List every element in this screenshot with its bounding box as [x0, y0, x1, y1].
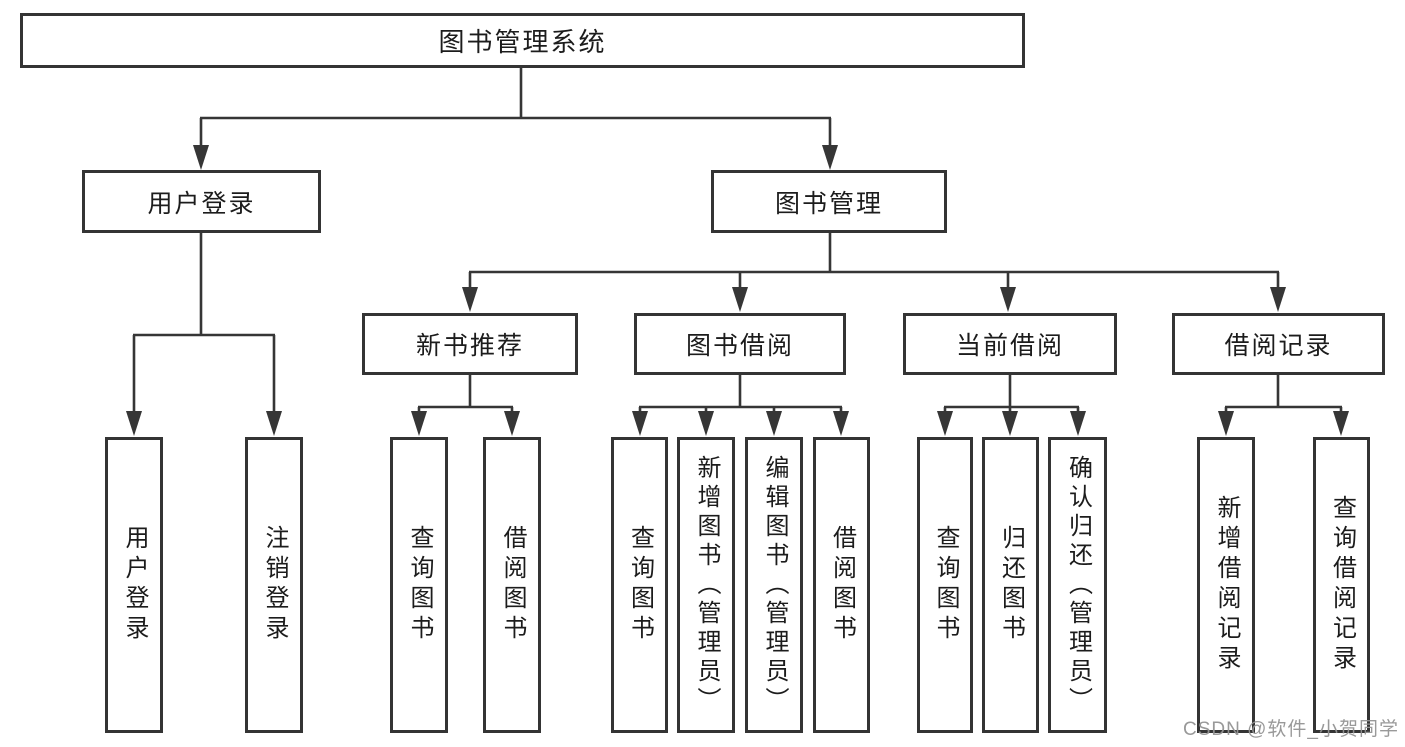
- node-leaf-return-books: 归还图书: [982, 437, 1039, 733]
- node-leaf-borrow-books: 借阅图书: [813, 437, 870, 733]
- node-library-system: 图书管理系统: [20, 13, 1025, 68]
- node-leaf-query-books-current: 查询图书: [917, 437, 973, 733]
- node-leaf-user-login: 用户登录: [105, 437, 163, 733]
- node-current-borrow: 当前借阅: [903, 313, 1117, 375]
- node-leaf-logout: 注销登录: [245, 437, 303, 733]
- node-book-management: 图书管理: [711, 170, 947, 233]
- node-book-borrow: 图书借阅: [634, 313, 846, 375]
- node-leaf-query-books-borrow: 查询图书: [611, 437, 668, 733]
- node-leaf-edit-books-admin: 编辑图书（管理员）: [745, 437, 803, 733]
- node-leaf-add-borrow-record: 新增借阅记录: [1197, 437, 1255, 733]
- node-user-login: 用户登录: [82, 170, 321, 233]
- node-leaf-borrow-books-recommend: 借阅图书: [483, 437, 541, 733]
- node-leaf-confirm-return-admin: 确认归还（管理员）: [1048, 437, 1107, 733]
- node-leaf-add-books-admin: 新增图书（管理员）: [677, 437, 735, 733]
- node-borrow-records: 借阅记录: [1172, 313, 1385, 375]
- watermark: CSDN @软件_小贺同学: [1183, 719, 1399, 740]
- node-new-book-recommend: 新书推荐: [362, 313, 578, 375]
- node-leaf-query-borrow-record: 查询借阅记录: [1313, 437, 1370, 733]
- node-leaf-query-books-recommend: 查询图书: [390, 437, 448, 733]
